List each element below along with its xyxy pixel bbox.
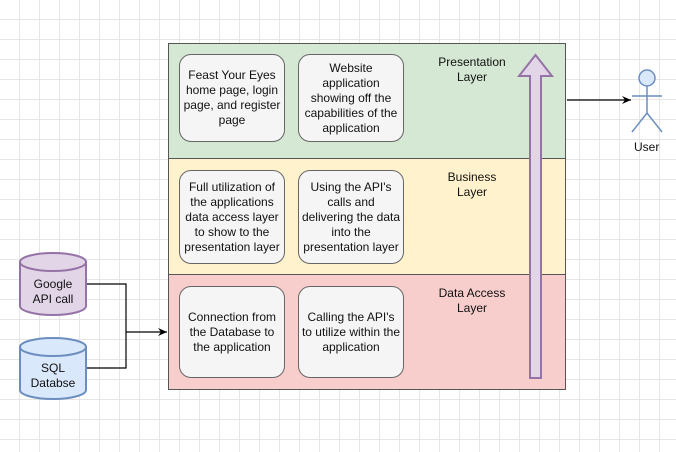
- presentation-box-home-login: Feast Your Eyes home page, login page, a…: [179, 54, 285, 142]
- business-box-data-access: Full utilization of the applications dat…: [179, 170, 285, 264]
- presentation-box-website: Website application showing off the capa…: [298, 54, 404, 142]
- sql-database-label: SQL Databse: [30, 361, 76, 390]
- upward-flow-arrow: [516, 53, 555, 379]
- connector-google-to-layer: [86, 283, 127, 332]
- business-layer-title: Business Layer: [447, 170, 497, 199]
- google-api-label: Google API call: [32, 277, 74, 306]
- data-access-box-connection: Connection from the Database to the appl…: [179, 286, 285, 378]
- data-access-box-calling-api: Calling the API's to utilize within the …: [298, 286, 404, 378]
- presentation-layer-title: Presentation Layer: [438, 55, 506, 84]
- data-access-layer-title: Data Access Layer: [438, 286, 506, 315]
- google-api-cylinder: [19, 252, 87, 316]
- connector-sql-to-layer: [86, 332, 127, 369]
- user-label: User: [634, 140, 660, 154]
- user-actor-icon: [631, 69, 663, 133]
- business-box-api-calls: Using the API's calls and delivering the…: [298, 170, 404, 264]
- sql-database-cylinder: [19, 337, 87, 400]
